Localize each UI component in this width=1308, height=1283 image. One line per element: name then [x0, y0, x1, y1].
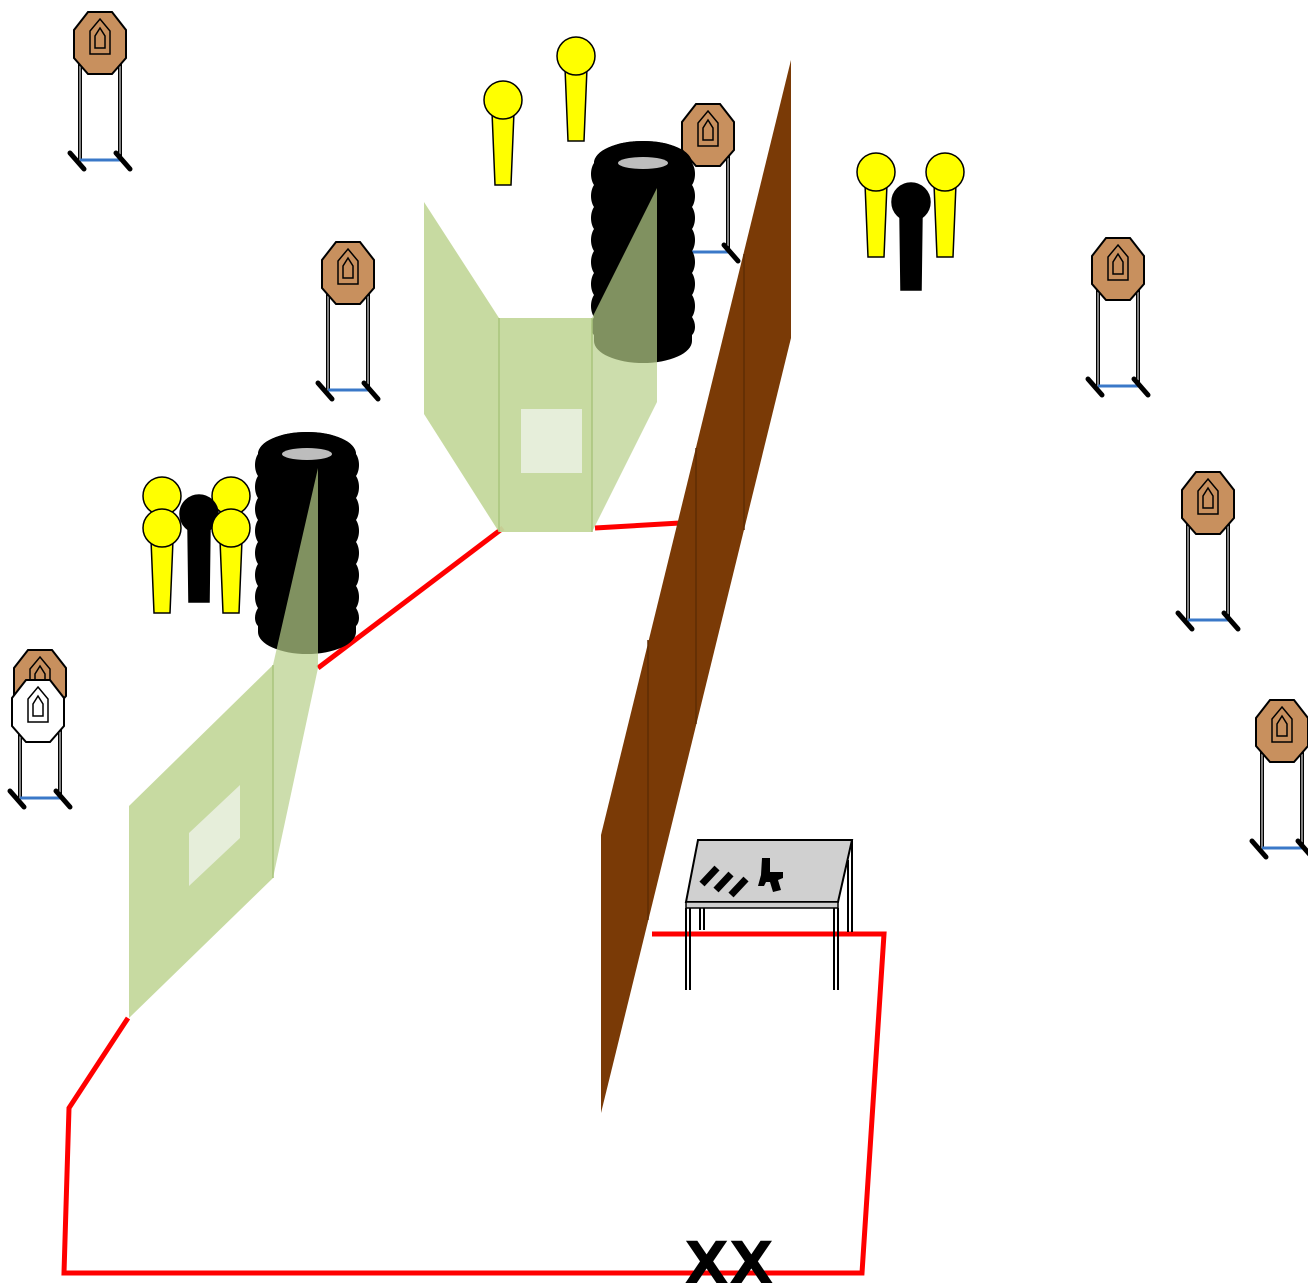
- paper-target: [70, 12, 130, 169]
- steel-popper: [142, 508, 182, 614]
- paper-target: [1252, 700, 1308, 857]
- barricade-window: [189, 785, 240, 886]
- wall: [601, 60, 791, 1113]
- start-position-label: XX: [684, 1229, 773, 1283]
- paper-target-with-no-shoot: [10, 650, 70, 807]
- paper-targets: [10, 12, 1308, 857]
- pistol-icon: [758, 858, 783, 892]
- steel-popper: [556, 36, 596, 142]
- steel-popper: [856, 152, 896, 258]
- fault-line-main: [61, 931, 887, 1276]
- barricade-upper: [424, 188, 657, 532]
- fault-lines: [61, 520, 887, 1276]
- fault-line-upper: [594, 520, 681, 531]
- paper-target: [1178, 472, 1238, 629]
- no-shoot-paper-target: [11, 679, 65, 743]
- steel-popper: [925, 152, 965, 258]
- paper-target: [1088, 238, 1148, 395]
- barricade-window: [521, 409, 582, 473]
- steel-popper: [211, 508, 251, 614]
- no-shoot-popper: [891, 182, 931, 291]
- barricade-lower: [129, 468, 318, 1018]
- paper-target: [318, 242, 378, 399]
- magazine-icon: [699, 865, 749, 898]
- steel-popper: [483, 80, 523, 186]
- no-shoot-popper: [179, 494, 219, 603]
- table: [684, 839, 854, 990]
- fault-line-mid: [316, 526, 505, 670]
